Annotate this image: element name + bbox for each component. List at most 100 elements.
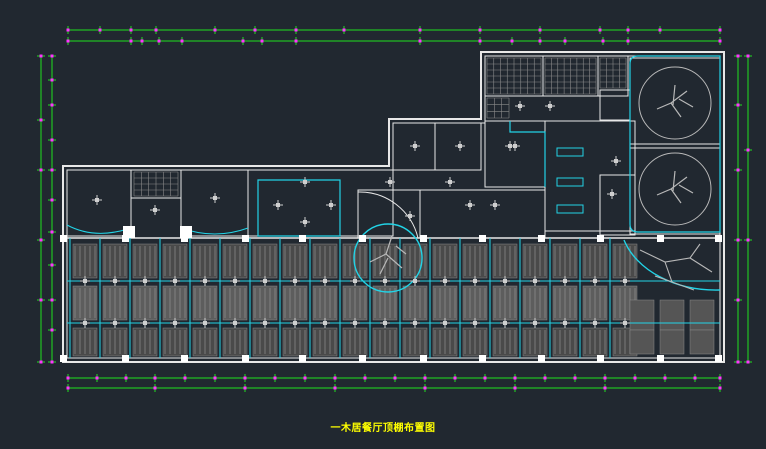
square-column-icon bbox=[657, 235, 664, 242]
cross-light-icon bbox=[530, 276, 540, 286]
cross-light-icon bbox=[326, 200, 336, 210]
bottom-dimension-outer-mark bbox=[153, 386, 157, 390]
light-core bbox=[458, 144, 462, 148]
square-column-icon bbox=[299, 355, 306, 362]
light-core bbox=[303, 220, 307, 224]
light-core bbox=[173, 279, 177, 283]
light-core bbox=[303, 180, 307, 184]
bottom-dimension-inner-mark bbox=[66, 376, 70, 380]
cross-light-icon bbox=[410, 141, 420, 151]
hall-cove bbox=[257, 179, 341, 237]
light-core bbox=[503, 279, 507, 283]
cross-light-icon bbox=[440, 318, 450, 328]
light-core bbox=[276, 203, 280, 207]
top-dimension-inner-mark bbox=[241, 39, 245, 43]
square-column-icon bbox=[538, 235, 545, 242]
left-dimension-outer-mark bbox=[39, 118, 43, 122]
right-dimension-outer-2-mark bbox=[746, 360, 750, 364]
top-dimension-inner-mark bbox=[129, 39, 133, 43]
cross-light-icon bbox=[110, 276, 120, 286]
cross-light-icon bbox=[140, 318, 150, 328]
cross-light-icon bbox=[140, 276, 150, 286]
ceiling-fixtures bbox=[80, 101, 630, 328]
room-partition bbox=[484, 120, 546, 188]
square-column-icon bbox=[715, 355, 722, 362]
square-column-icon bbox=[538, 355, 545, 362]
cross-light-icon bbox=[545, 101, 555, 111]
top-dimension-inner-mark bbox=[538, 39, 542, 43]
square-column-icon bbox=[181, 355, 188, 362]
bottom-dimension-outer-mark bbox=[603, 386, 607, 390]
room-partition bbox=[599, 174, 636, 236]
top-dimension-outer-mark bbox=[98, 28, 102, 32]
light-core bbox=[353, 279, 357, 283]
right-dimension-outer-mark bbox=[736, 168, 740, 172]
cross-light-icon bbox=[560, 276, 570, 286]
top-dimension-inner-mark bbox=[260, 39, 264, 43]
light-core bbox=[203, 321, 207, 325]
top-dimension-outer-mark bbox=[718, 28, 722, 32]
bottom-dimension-inner-mark bbox=[573, 376, 577, 380]
outer-wall bbox=[62, 51, 725, 363]
top-dimension-outer-mark bbox=[478, 28, 482, 32]
light-core bbox=[203, 279, 207, 283]
cross-light-icon bbox=[320, 276, 330, 286]
square-column-icon bbox=[420, 235, 427, 242]
top-dimension-inner-mark bbox=[601, 39, 605, 43]
curved-cove bbox=[66, 224, 132, 234]
cross-light-icon bbox=[92, 195, 102, 205]
left-dimension-inner-mark bbox=[50, 78, 54, 82]
bottom-dimension-outer-mark bbox=[243, 386, 247, 390]
left-dimension-inner-mark bbox=[50, 103, 54, 107]
bottom-dimension-outer-mark bbox=[66, 386, 70, 390]
light-core bbox=[83, 279, 87, 283]
light-core bbox=[518, 104, 522, 108]
lounge-room bbox=[629, 57, 721, 149]
bottom-dimension-inner-mark bbox=[183, 376, 187, 380]
bottom-dimension-inner-mark bbox=[513, 376, 517, 380]
light-core bbox=[388, 180, 392, 184]
top-dimension-outer-mark bbox=[342, 28, 346, 32]
light-core bbox=[533, 321, 537, 325]
bottom-dimension-inner-mark bbox=[273, 376, 277, 380]
light-core bbox=[173, 321, 177, 325]
ceiling-panel bbox=[629, 329, 655, 355]
top-dimension-inner-mark bbox=[418, 39, 422, 43]
cross-light-icon bbox=[620, 318, 630, 328]
bottom-dimension-inner-mark bbox=[693, 376, 697, 380]
light-core bbox=[563, 321, 567, 325]
right-dimension-outer-mark bbox=[736, 238, 740, 242]
cross-light-icon bbox=[500, 318, 510, 328]
light-core bbox=[473, 321, 477, 325]
entry-arc bbox=[357, 191, 419, 239]
light-core bbox=[95, 198, 99, 202]
light-core bbox=[143, 279, 147, 283]
cross-light-icon bbox=[620, 276, 630, 286]
light-core bbox=[113, 321, 117, 325]
room-partition bbox=[66, 169, 132, 237]
room-partition bbox=[544, 120, 636, 232]
bottom-dimension-inner-mark bbox=[243, 376, 247, 380]
top-dimension-outer-mark bbox=[213, 28, 217, 32]
square-column-icon bbox=[123, 226, 135, 238]
right-dimension-outer-2-mark bbox=[746, 148, 750, 152]
ceiling-panel bbox=[689, 329, 715, 355]
cross-light-icon bbox=[80, 318, 90, 328]
square-column-icon bbox=[359, 355, 366, 362]
room-partition bbox=[419, 189, 546, 239]
left-dimension-inner-mark bbox=[50, 168, 54, 172]
bottom-dimension-inner-mark bbox=[423, 376, 427, 380]
light-core bbox=[593, 321, 597, 325]
light-core bbox=[408, 214, 412, 218]
light-core bbox=[83, 321, 87, 325]
corridor-cove bbox=[509, 121, 546, 187]
cross-light-icon bbox=[170, 318, 180, 328]
cross-light-icon bbox=[170, 276, 180, 286]
right-dimension-outer-2-mark bbox=[746, 238, 750, 242]
bottom-dimension-inner-mark bbox=[663, 376, 667, 380]
tree-branch-motif bbox=[656, 170, 694, 204]
top-dimension-inner-mark bbox=[718, 39, 722, 43]
left-dimension-inner-mark bbox=[50, 230, 54, 234]
cross-light-icon bbox=[560, 318, 570, 328]
room-partition bbox=[597, 55, 629, 97]
